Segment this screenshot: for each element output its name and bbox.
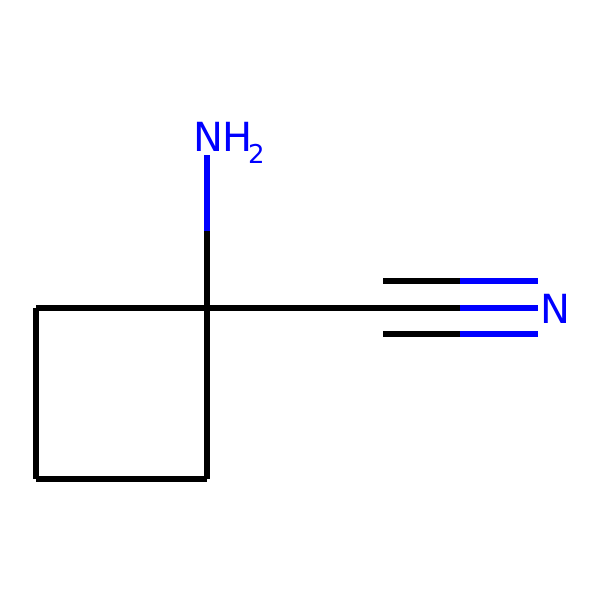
nitrile-nitrogen-label: N: [540, 287, 570, 333]
amine-hydrogen-label: H: [222, 115, 252, 161]
amine-nitrogen-label: N: [193, 115, 223, 161]
amine-subscript-label: 2: [248, 140, 265, 170]
